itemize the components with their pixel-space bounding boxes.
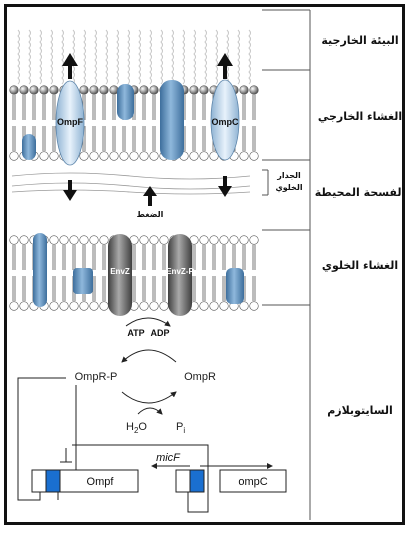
phosphate-label: Pi xyxy=(176,421,185,435)
label-periplasm: الفسحة المحيطة xyxy=(315,186,406,199)
atp-label: ATP xyxy=(127,328,144,338)
ompf-porin xyxy=(55,80,85,166)
ompf-gene-label: Ompf xyxy=(87,476,115,488)
water-label: H2O xyxy=(126,421,147,435)
label-outer-membrane: الغشاء الخارجي xyxy=(318,110,402,123)
ompc-promoter xyxy=(189,469,205,493)
region-separators xyxy=(262,9,311,520)
cell-wall xyxy=(11,172,251,195)
ompf-protein-label: OmpF xyxy=(57,117,84,127)
micf-label: micF xyxy=(156,452,181,464)
lps-waves xyxy=(17,29,251,85)
ompc-gene-label: ompC xyxy=(238,476,267,488)
label-cytoplasm: السايتوبلازم xyxy=(327,404,393,417)
ompc-gene xyxy=(175,469,287,493)
label-extracellular: البيئة الخارجية xyxy=(321,34,398,47)
ompf-promoter xyxy=(45,469,61,493)
phosphorylation-arrow xyxy=(121,349,177,363)
ompr-p-label: OmpR-P xyxy=(75,371,118,383)
dephosphorylation-arrow xyxy=(121,391,177,404)
ompr-label: OmpR xyxy=(184,371,216,383)
envzp-label: EnvZ-P xyxy=(166,267,194,276)
atp-arc xyxy=(125,317,171,327)
outer-membrane-proteins xyxy=(22,79,240,166)
label-cell-wall-2: الخلوي xyxy=(275,183,302,192)
label-pressure: الضغط xyxy=(137,210,164,219)
ompc-protein-label: OmpC xyxy=(212,117,240,127)
porin-export-arrows xyxy=(62,53,233,79)
envz-sensor xyxy=(108,234,192,316)
periplasm-arrows xyxy=(63,176,232,206)
hydrolysis-arc xyxy=(137,407,163,415)
envz-label: EnvZ xyxy=(110,267,130,276)
ompf-gene xyxy=(31,469,139,493)
label-cell-wall-1: الجدار xyxy=(276,171,301,180)
label-cell-membrane: الغشاء الخلوي xyxy=(322,259,398,272)
adp-label: ADP xyxy=(150,328,169,338)
inner-membrane-proteins xyxy=(33,233,244,307)
ompc-porin xyxy=(210,79,240,161)
